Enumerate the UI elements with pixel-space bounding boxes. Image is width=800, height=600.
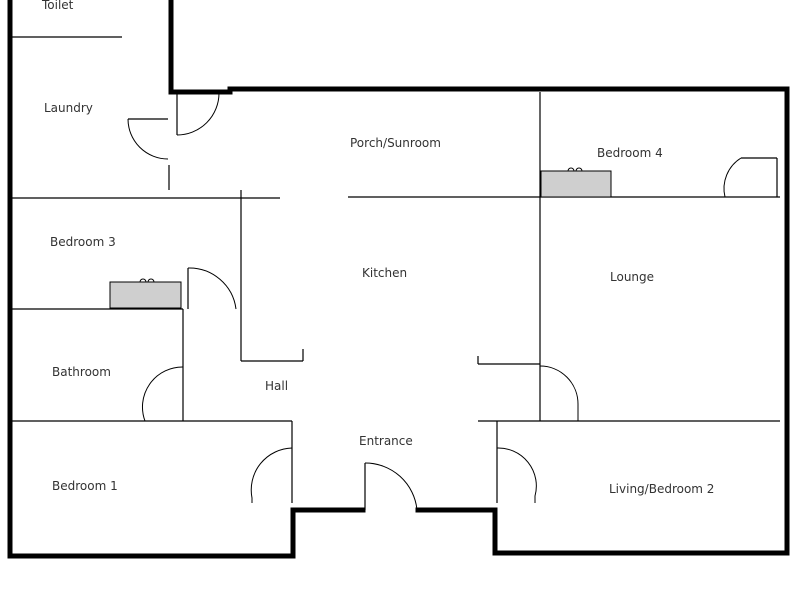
room-label-bedroom-4: Bedroom 4 bbox=[597, 146, 663, 160]
door-laundry bbox=[176, 92, 220, 136]
room-label-entrance: Entrance bbox=[359, 434, 413, 448]
room-label-lounge: Lounge bbox=[610, 270, 654, 284]
bedroom4-wardrobe bbox=[540, 170, 612, 198]
interior-walls bbox=[12, 36, 780, 448]
room-label-living-bedroom-2: Living/Bedroom 2 bbox=[609, 482, 714, 496]
doors bbox=[127, 92, 777, 511]
door-bathroom bbox=[141, 366, 184, 422]
bedroom3-wardrobe bbox=[109, 281, 182, 309]
door-laundry-inner bbox=[127, 118, 169, 160]
room-label-bedroom-1: Bedroom 1 bbox=[52, 479, 118, 493]
door-bedroom4 bbox=[723, 157, 777, 198]
door-living2 bbox=[496, 447, 537, 503]
room-label-hall: Hall bbox=[265, 379, 288, 393]
room-label-kitchen: Kitchen bbox=[362, 266, 407, 280]
fixtures bbox=[109, 167, 612, 309]
door-entrance bbox=[364, 462, 418, 511]
room-label-porch-sunroom: Porch/Sunroom bbox=[350, 136, 441, 150]
door-lounge bbox=[539, 365, 579, 421]
exterior-walls bbox=[7, 0, 790, 559]
room-label-toilet: Toilet bbox=[41, 0, 74, 12]
door-bedroom3 bbox=[187, 267, 237, 310]
room-labels: Toilet Laundry Porch/Sunroom Bedroom 4 B… bbox=[41, 0, 714, 496]
room-label-laundry: Laundry bbox=[44, 101, 93, 115]
room-label-bedroom-3: Bedroom 3 bbox=[50, 235, 116, 249]
room-label-bathroom: Bathroom bbox=[52, 365, 111, 379]
door-bedroom1 bbox=[250, 447, 293, 503]
